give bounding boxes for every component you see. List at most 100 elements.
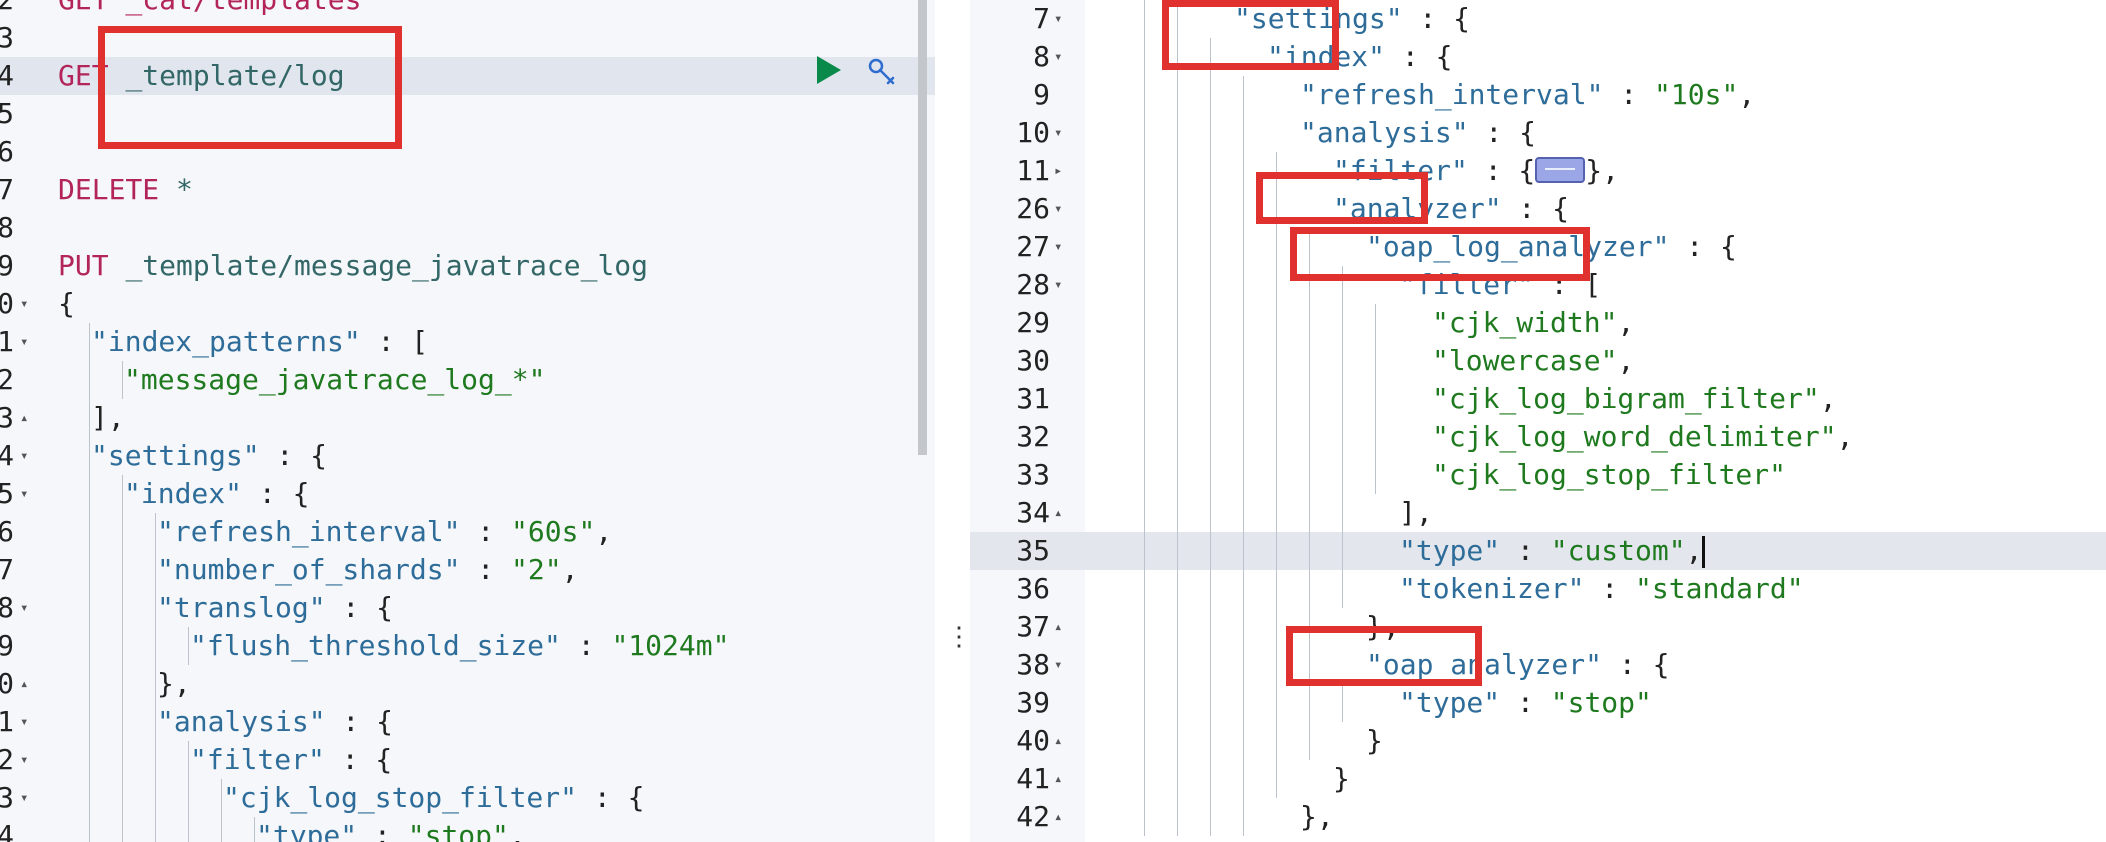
fold-toggle-icon[interactable]: ▾ — [1054, 201, 1063, 217]
code-line[interactable]: 2GET _cat/templates — [0, 0, 935, 19]
fold-toggle-icon[interactable]: ▾ — [20, 790, 29, 806]
fold-toggle-icon[interactable]: ▾ — [1054, 11, 1063, 27]
code-text: "refresh_interval" : "10s", — [1300, 76, 1755, 114]
code-line[interactable]: 38▾"oap_analyzer" : { — [970, 646, 2106, 684]
fold-toggle-icon[interactable]: ▴ — [20, 676, 29, 692]
fold-toggle-icon[interactable]: ▴ — [1054, 771, 1063, 787]
code-line[interactable]: 13▴], — [0, 399, 935, 437]
fold-toggle-icon[interactable]: ▾ — [20, 486, 29, 502]
code-line[interactable]: 10▾{ — [0, 285, 935, 323]
code-line[interactable]: 29"cjk_width", — [970, 304, 2106, 342]
code-line[interactable]: 33"cjk_log_stop_filter" — [970, 456, 2106, 494]
code-line[interactable]: 3 — [0, 19, 935, 57]
code-line[interactable]: 34▴], — [970, 494, 2106, 532]
code-line[interactable]: 30"lowercase", — [970, 342, 2106, 380]
indent-guide — [1210, 570, 1211, 608]
fold-toggle-icon[interactable]: ▴ — [1054, 619, 1063, 635]
token: : { — [577, 781, 645, 814]
code-line[interactable]: 15▾"index" : { — [0, 475, 935, 513]
code-line[interactable]: 40▴} — [970, 722, 2106, 760]
code-line[interactable]: 36"tokenizer" : "standard" — [970, 570, 2106, 608]
token: : [ — [360, 325, 429, 358]
code-line[interactable]: 27▾"oap_log_analyzer" : { — [970, 228, 2106, 266]
fold-toggle-icon[interactable]: ▴ — [1054, 809, 1063, 825]
code-line[interactable]: 35"type" : "custom", — [970, 532, 2106, 570]
code-line[interactable]: 28▾"filter" : [ — [970, 266, 2106, 304]
annotation-box-analyzer — [1256, 172, 1428, 224]
code-line[interactable]: 39"type" : "stop" — [970, 684, 2106, 722]
code-line[interactable]: 20▴}, — [0, 665, 935, 703]
fold-toggle-icon[interactable]: ▾ — [20, 334, 29, 350]
code-line[interactable]: 5 — [0, 95, 935, 133]
fold-toggle-icon[interactable]: ▾ — [1054, 657, 1063, 673]
pane-divider[interactable] — [935, 0, 970, 842]
token: "stop" — [1550, 686, 1652, 719]
fold-toggle-icon[interactable]: ▴ — [1054, 733, 1063, 749]
token: "1024m" — [611, 629, 730, 662]
indent-guide — [1309, 304, 1310, 342]
request-gutter — [0, 0, 52, 842]
token: "type" — [256, 819, 358, 842]
fold-toggle-icon[interactable]: ▾ — [1054, 49, 1063, 65]
fold-toggle-icon[interactable]: ▴ — [1054, 505, 1063, 521]
indent-guide — [1375, 456, 1376, 494]
code-line[interactable]: 12"message_javatrace_log_*" — [0, 361, 935, 399]
fold-toggle-icon[interactable]: ▾ — [20, 600, 29, 616]
fold-toggle-icon[interactable]: ▾ — [20, 752, 29, 768]
code-line[interactable]: 14▾"settings" : { — [0, 437, 935, 475]
token: "standard" — [1635, 572, 1804, 605]
code-line[interactable]: 9"refresh_interval" : "10s", — [970, 76, 2106, 114]
code-line[interactable]: 21▾"analysis" : { — [0, 703, 935, 741]
fold-toggle-icon[interactable]: ▴ — [20, 410, 29, 426]
token: : { — [1602, 648, 1670, 681]
indent-guide — [1144, 190, 1145, 228]
code-line[interactable]: 24"type" : "stop", — [0, 817, 935, 842]
code-line[interactable]: 8▾"index" : { — [970, 38, 2106, 76]
indent-guide — [1342, 380, 1343, 418]
code-line[interactable]: 41▴} — [970, 760, 2106, 798]
code-line[interactable]: 7▾"settings" : { — [970, 0, 2106, 38]
play-icon[interactable] — [817, 56, 841, 84]
code-line[interactable]: 11▸"filter" : {}, — [970, 152, 2106, 190]
code-line[interactable]: 19"flush_threshold_size" : "1024m" — [0, 627, 935, 665]
response-viewer[interactable]: 7▾"settings" : {8▾"index" : {9"refresh_i… — [970, 0, 2106, 842]
code-line[interactable]: 37▴}, — [970, 608, 2106, 646]
fold-toggle-icon[interactable]: ▾ — [1054, 239, 1063, 255]
indent-guide — [1276, 684, 1277, 722]
code-line[interactable]: 6 — [0, 133, 935, 171]
code-line[interactable]: 18▾"translog" : { — [0, 589, 935, 627]
fold-toggle-icon[interactable]: ▸ — [1054, 163, 1063, 179]
wrench-icon[interactable] — [866, 56, 898, 88]
annotation-box-request — [98, 26, 402, 149]
indent-guide — [155, 589, 156, 627]
fold-toggle-icon[interactable]: ▾ — [20, 448, 29, 464]
code-line[interactable]: 16"refresh_interval" : "60s", — [0, 513, 935, 551]
indent-guide — [1144, 228, 1145, 266]
code-line[interactable]: 31"cjk_log_bigram_filter", — [970, 380, 2106, 418]
code-line[interactable]: 32"cjk_log_word_delimiter", — [970, 418, 2106, 456]
drag-handle-icon[interactable]: ⋮ — [946, 623, 972, 651]
fold-toggle-icon[interactable]: ▾ — [1054, 125, 1063, 141]
fold-toggle-icon[interactable]: ▾ — [20, 296, 29, 312]
folded-range-badge[interactable] — [1535, 157, 1586, 183]
indent-guide — [1177, 494, 1178, 532]
indent-guide — [122, 627, 123, 665]
code-line[interactable]: 22▾"filter" : { — [0, 741, 935, 779]
request-editor[interactable]: 2GET _cat/templates34GET _template/log56… — [0, 0, 935, 842]
code-line[interactable]: 42▴}, — [970, 798, 2106, 836]
indent-guide — [1342, 418, 1343, 456]
code-line[interactable]: 23▾"cjk_log_stop_filter" : { — [0, 779, 935, 817]
code-line[interactable]: 10▾"analysis" : { — [970, 114, 2106, 152]
indent-guide — [1144, 456, 1145, 494]
fold-toggle-icon[interactable]: ▾ — [1054, 277, 1063, 293]
code-line[interactable]: 26▾"analyzer" : { — [970, 190, 2106, 228]
indent-guide — [1177, 114, 1178, 152]
code-line[interactable]: 8 — [0, 209, 935, 247]
code-line[interactable]: 17"number_of_shards" : "2", — [0, 551, 935, 589]
request-scrollbar[interactable] — [918, 0, 927, 455]
code-line[interactable]: 11▾"index_patterns" : [ — [0, 323, 935, 361]
fold-toggle-icon[interactable]: ▾ — [20, 714, 29, 730]
